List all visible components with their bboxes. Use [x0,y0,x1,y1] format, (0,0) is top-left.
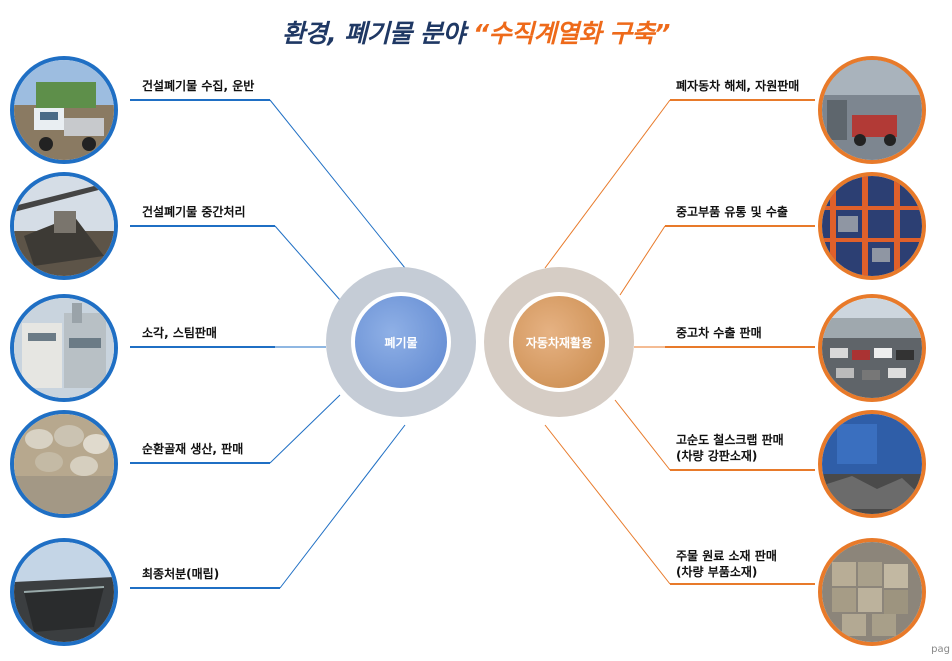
photo-parts-warehouse [818,172,926,280]
right-item-label-4-line2: (차량 강판소재) [676,448,784,464]
photo-landfill [10,538,118,646]
right-connector-5 [545,425,670,584]
photo-incinerator [10,294,118,402]
left-item-label-3: 소각, 스팀판매 [142,325,217,341]
left-connector-4 [270,395,340,463]
right-item-label-2: 중고부품 유통 및 수출 [676,204,788,220]
right-item-label-5-line1: 주물 원료 소재 판매 [676,548,777,564]
right-connector-1 [545,100,670,268]
hub-auto-recycling: 자동차재활용 [484,267,634,417]
photo-scrap-bales [818,538,926,646]
left-connector-5 [280,425,405,588]
hub-auto-recycling-label: 자동차재활용 [509,292,609,392]
right-item-label-3: 중고차 수출 판매 [676,325,762,341]
right-item-label-1: 폐자동차 해체, 자원판매 [676,78,799,94]
right-connector-2 [620,226,665,295]
right-item-label-5: 주물 원료 소재 판매 (차량 부품소재) [676,548,777,580]
left-item-label-1: 건설폐기물 수집, 운반 [142,78,254,94]
right-item-label-3-line1: 중고차 수출 판매 [676,325,762,341]
photo-used-car-lot [818,294,926,402]
photo-aggregate [10,410,118,518]
hub-waste: 폐기물 [326,267,476,417]
photo-steel-scrap [818,410,926,518]
photo-dump-trucks [10,56,118,164]
right-connector-4 [615,400,670,470]
left-item-label-5: 최종처분(매립) [142,566,219,582]
page-footer-text: pag [931,644,950,655]
right-item-label-4: 고순도 철스크랩 판매 (차량 강판소재) [676,432,784,464]
right-item-label-5-line2: (차량 부품소재) [676,564,777,580]
left-item-label-4: 순환골재 생산, 판매 [142,441,243,457]
right-item-label-2-line1: 중고부품 유통 및 수출 [676,204,788,220]
left-connector-2 [275,226,340,300]
right-item-label-4-line1: 고순도 철스크랩 판매 [676,432,784,448]
photo-crushing-plant [10,172,118,280]
hub-waste-label: 폐기물 [351,292,451,392]
right-item-label-1-line1: 폐자동차 해체, 자원판매 [676,78,799,94]
left-item-label-2: 건설폐기물 중간처리 [142,204,246,220]
photo-dismantling-plant [818,56,926,164]
